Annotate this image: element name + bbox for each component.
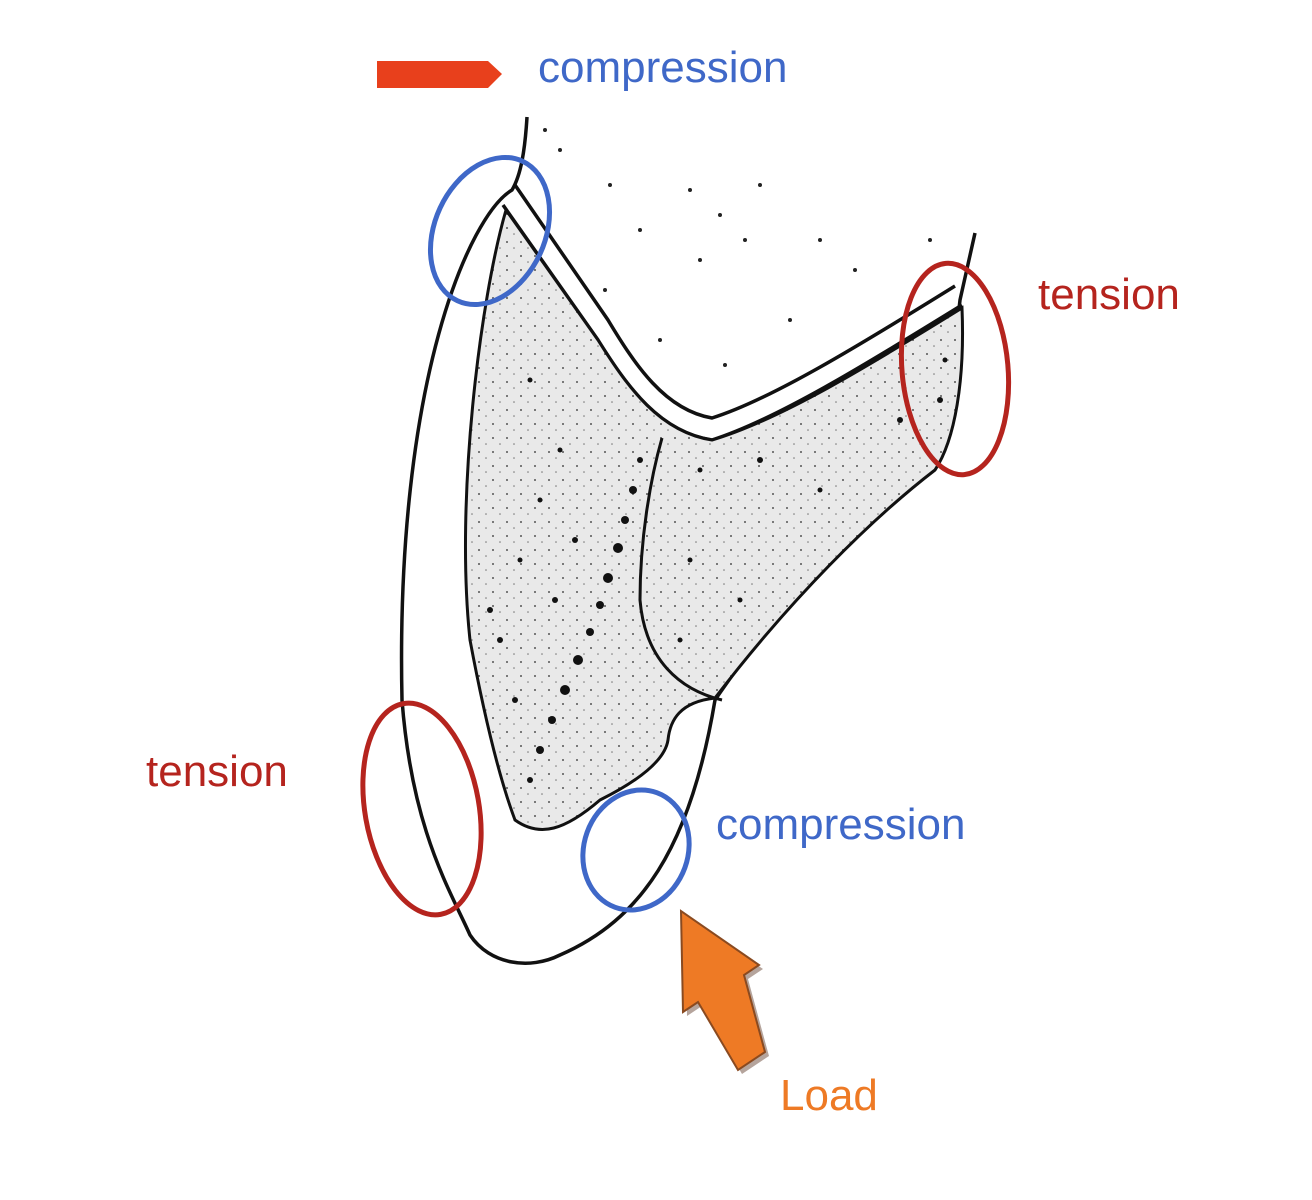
compression-ellipse-top [427, 154, 553, 308]
tension-label-right: tension [1038, 270, 1180, 319]
tension-ellipse-right [898, 260, 1012, 478]
sparse-speckles [543, 128, 932, 367]
dense-speckle-band [487, 357, 948, 783]
tension-ellipse-left [360, 700, 484, 918]
compression-ellipse-bottom [580, 787, 692, 913]
chisel-outer-line [513, 184, 956, 420]
arrow-indicator-icon [377, 61, 502, 88]
compression-label-top: compression [538, 43, 787, 92]
internal-boundary [638, 437, 723, 702]
load-label: Load [780, 1071, 878, 1120]
tension-label-left: tension [146, 747, 288, 796]
shaded-bone-region [464, 206, 964, 832]
compression-label-bottom: compression [716, 800, 965, 849]
load-arrow-icon [679, 909, 769, 1074]
